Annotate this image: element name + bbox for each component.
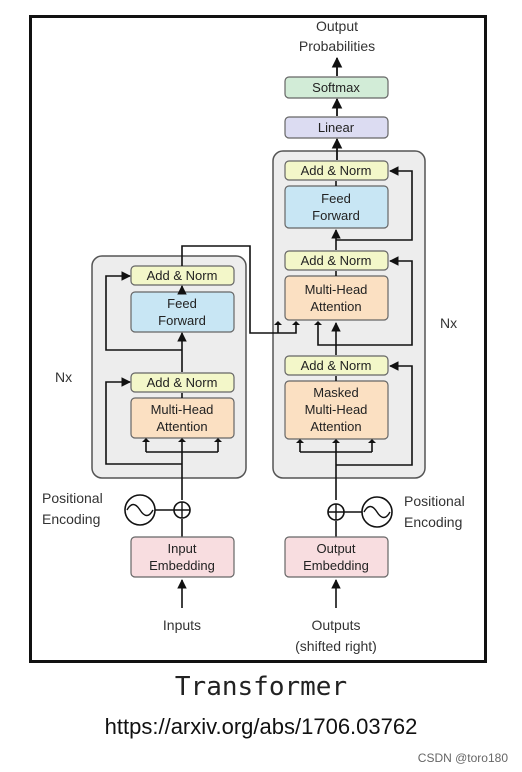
encoder-mha-label-1: Multi-Head [151,402,214,417]
softmax-block [284,76,389,99]
output-probabilities-label: Output [316,18,358,34]
output-embedding-label-1: Output [316,541,355,556]
input-embedding-label-1: Input [168,541,197,556]
softmax-label: Softmax [312,80,360,95]
enc-attn-inputs [145,440,219,500]
decoder-feed-forward-label-2: Forward [312,208,360,223]
encoder-add-norm-top-label: Add & Norm [147,268,218,283]
outputs-label: Outputs [311,617,360,633]
dec-residual-top [336,166,413,241]
decoder-mha-label-1: Multi-Head [305,282,368,297]
input-embedding-block [130,536,235,578]
output-embedding-block [284,536,389,578]
positional-encoding-right-1: Positional [404,493,465,509]
masked-attention-label-3: Attention [310,419,361,434]
dec-masked-inputs [299,441,373,500]
dec-mha-query-input [317,323,336,346]
input-embedding-label-2: Embedding [149,558,215,573]
decoder-mha-label-2: Attention [310,299,361,314]
dec-masked-arrowhead-1 [296,439,304,443]
dec-masked-arrowhead-3 [368,439,376,443]
encoder-add-norm-bottom-label: Add & Norm [147,375,218,390]
inputs-label: Inputs [163,617,201,633]
dec-masked-arrowhead-2 [332,439,340,443]
output-embedding-label-2: Embedding [303,558,369,573]
decoder-add-norm-middle-label: Add & Norm [301,253,372,268]
outputs-shifted-label: (shifted right) [295,638,377,654]
decoder-add-norm-bottom-label: Add & Norm [301,358,372,373]
enc-dec-arrowhead-2 [292,321,300,325]
add-right-plus [328,504,344,520]
watermark: CSDN @toro180 [417,751,508,765]
encoder-feed-forward-label-2: Forward [158,313,206,328]
decoder-feed-forward-label-1: Feed [321,191,351,206]
add-left-plus [174,502,190,518]
decoder-add-norm-middle [284,250,389,271]
encoder-to-decoder-path [181,245,297,334]
masked-attention-label-2: Multi-Head [305,402,368,417]
caption-title: Transformer [174,672,348,702]
decoder-nx-label: Nx [440,315,457,331]
dec-mha-query-arrowhead [314,321,322,325]
linear-label: Linear [318,120,355,135]
decoder-add-norm-top [284,160,389,181]
masked-attention-label-1: Masked [313,385,359,400]
linear-block [284,116,389,139]
sine-wave-right-icon [363,505,391,519]
output-probabilities-label-2: Probabilities [299,38,375,54]
enc-attn-arrowhead-1 [142,438,150,442]
dec-residual-middle [336,256,413,346]
decoder-add-norm-bottom [284,355,389,376]
caption-url[interactable]: https://arxiv.org/abs/1706.03762 [104,714,418,739]
enc-attn-arrowhead-3 [214,438,222,442]
encoder-feed-forward-label-1: Feed [167,296,197,311]
encoder-mha-label-2: Attention [156,419,207,434]
encoder-stack [91,255,247,479]
encoder-add-norm-bottom [130,372,235,393]
enc-residual-bottom [105,377,182,465]
enc-dec-arrowhead-1 [274,321,282,325]
dec-residual-bottom [336,361,413,466]
enc-attn-arrowhead-2 [178,438,186,442]
enc-residual-top [105,271,182,351]
positional-encoding-left-1: Positional [42,490,103,506]
decoder-add-norm-top-label: Add & Norm [301,163,372,178]
positional-encoding-right-2: Encoding [404,514,462,530]
encoder-nx-label: Nx [55,369,72,385]
positional-encoding-left-2: Encoding [42,511,100,527]
sine-wave-left-icon [126,503,154,517]
